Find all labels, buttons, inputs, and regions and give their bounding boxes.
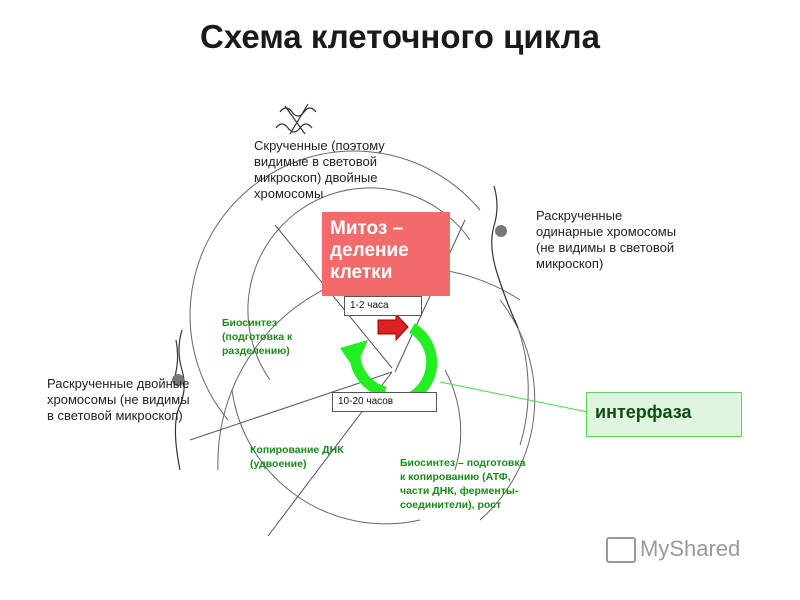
biosynthesis-growth-label: Биосинтез – подготовка к копированию (АТ… bbox=[400, 457, 526, 511]
arc-right-3 bbox=[514, 319, 529, 446]
double-chromosome-centromere-icon bbox=[172, 374, 184, 386]
mitosis-box: Митоз – деление клетки bbox=[322, 212, 450, 296]
time-short-badge: 1-2 часа bbox=[344, 296, 422, 316]
uncoiled-double-chromosomes-label: Раскрученные двойные хромосомы (не видим… bbox=[47, 376, 190, 423]
coiled-chromosomes-label: Скрученные (поэтому видимые в световой м… bbox=[254, 138, 385, 201]
page-title: Схема клеточного цикла bbox=[200, 18, 600, 55]
cycle-arrowhead-icon bbox=[340, 340, 368, 370]
logo-text: MyShared bbox=[640, 536, 741, 561]
red-arrow-icon bbox=[377, 312, 409, 342]
uncoiled-single-chromosomes-label: Раскрученные одинарные хромосомы (не вид… bbox=[536, 208, 677, 271]
dna-copy-label: Копирование ДНК (удвоение) bbox=[250, 444, 344, 470]
logo-icon bbox=[606, 537, 636, 564]
interphase-box: интерфаза bbox=[586, 392, 742, 437]
interphase-link-line bbox=[439, 381, 589, 413]
myshared-logo: MyShared bbox=[606, 536, 741, 564]
cycle-arrow-right bbox=[407, 323, 438, 403]
time-long-badge: 10-20 часов bbox=[332, 392, 437, 412]
divider-line-left bbox=[189, 371, 393, 441]
arc-inner bbox=[247, 187, 471, 381]
single-chromosome-centromere-icon bbox=[495, 225, 507, 237]
divider-line-upper bbox=[394, 219, 466, 373]
arc-outer bbox=[217, 267, 521, 471]
arc-right-1 bbox=[444, 369, 462, 471]
divider-line-top bbox=[274, 224, 393, 369]
arc-middle bbox=[189, 150, 481, 421]
coiled-chromosome-icon bbox=[275, 103, 317, 135]
biosynthesis-prep-label: Биосинтез (подготовка к разделению) bbox=[222, 317, 293, 357]
single-chromosome-icon bbox=[491, 185, 519, 329]
